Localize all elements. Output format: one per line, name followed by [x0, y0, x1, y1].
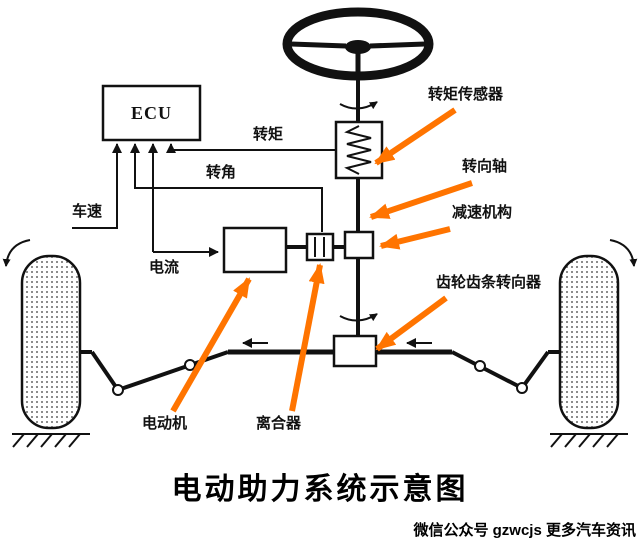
torque-sensor-arrow [374, 107, 457, 166]
clutch-label: 离合器 [256, 415, 302, 432]
left-wheel-rotation-arrow [2, 239, 31, 267]
rack-pinion-arrow [375, 295, 448, 352]
right-tie-rod [451, 350, 560, 394]
steering-wheel [282, 7, 434, 81]
column-rotation-arrow-top [339, 101, 378, 110]
ground-left [12, 433, 90, 448]
torque-sensor-box [334, 120, 384, 180]
ecu-label: ECU [130, 102, 172, 123]
watermark-text: 微信公众号 gzwcjs 更多汽车资讯 [413, 522, 636, 539]
left-tie-rod [80, 350, 229, 396]
clutch-arrow [289, 263, 325, 412]
left-wheel [20, 254, 82, 430]
current-signal-label: 电流 [149, 259, 180, 276]
spring-symbol [344, 125, 372, 175]
reduction-gear-arrow [379, 226, 451, 250]
steering-shaft-label: 转向轴 [462, 158, 508, 175]
motor-label: 电动机 [142, 415, 188, 432]
reduction-gear-box [343, 230, 375, 260]
right-wheel-rotation-arrow [609, 239, 638, 267]
pinion-box [332, 334, 378, 368]
rack-assembly [228, 334, 452, 368]
clutch-symbol [286, 232, 345, 262]
angle-signal-label: 转角 [206, 164, 237, 181]
steering-column [339, 76, 378, 336]
rack-pinion-label: 齿轮齿条转向器 [436, 274, 542, 291]
signal-lines [72, 143, 336, 257]
speed-signal-label: 车速 [72, 203, 103, 220]
diagram-title: 电动助力系统示意图 [171, 473, 469, 506]
reduction-gear-label: 减速机构 [452, 204, 513, 221]
callout-arrows [170, 107, 473, 413]
motor-box [222, 226, 288, 274]
speed-signal-line [72, 143, 122, 229]
torque-signal-line [166, 143, 336, 153]
torque-signal-label: 转矩 [253, 126, 284, 143]
column-rotation-arrow-bottom [339, 313, 378, 322]
torque-sensor-label: 转矩传感器 [428, 86, 504, 103]
ground-right [550, 433, 628, 448]
right-wheel [558, 254, 620, 430]
ecu-box [101, 84, 202, 142]
steering-shaft-arrow [369, 180, 473, 220]
motor-arrow [170, 277, 252, 413]
angle-signal-line [130, 143, 323, 232]
